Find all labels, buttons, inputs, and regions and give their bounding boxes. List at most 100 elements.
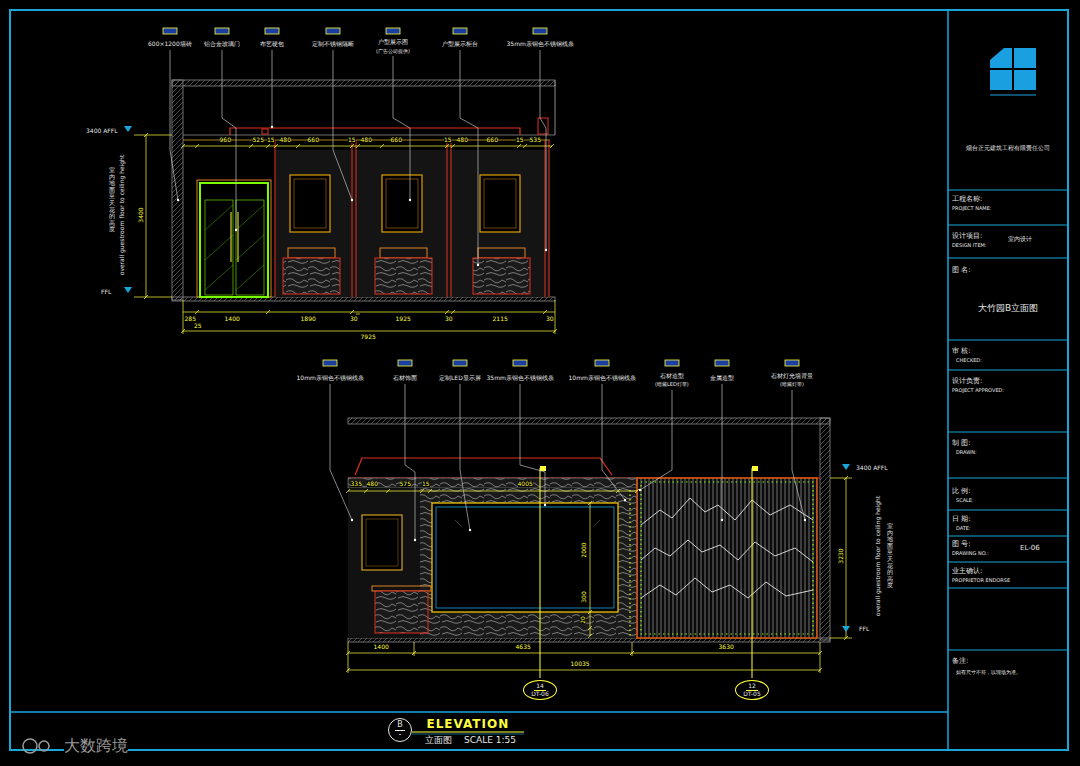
- field-name: 图 名:: [952, 267, 971, 274]
- field-name: 图 号:: [952, 541, 971, 548]
- dimension: 20: [580, 616, 586, 624]
- drawing-title: 大竹园B立面图: [978, 304, 1038, 313]
- height-note: overall guestroom floor to ceiling heigh…: [119, 155, 125, 276]
- callout-text: 10mm亲铜色不锈钢线条: [569, 375, 636, 381]
- dimension: 960: [220, 137, 231, 143]
- dimension: 30: [546, 316, 554, 322]
- field-name: DATE:: [956, 526, 971, 531]
- callout-text: 金属造型: [710, 375, 734, 381]
- scale-note: SCALE 1:55: [464, 736, 516, 745]
- level-mark: FFL: [859, 626, 869, 632]
- field-name: 设计项目:: [952, 233, 982, 240]
- level-mark: 3400 AFFL: [856, 465, 888, 471]
- callout-note: (暗藏LED灯带): [655, 382, 689, 387]
- field-name: DRAWN:: [956, 450, 977, 455]
- callout-note: (暗藏灯带): [780, 382, 804, 387]
- section-marker: 14DT-06: [523, 680, 557, 700]
- field-name: SCALE:: [956, 498, 974, 503]
- field-name: 设计负责:: [952, 378, 982, 385]
- field-name: DESIGN ITEM:: [952, 243, 987, 248]
- marker-text: 12: [746, 683, 758, 691]
- field-name: 制 图:: [952, 440, 971, 447]
- callout-text: 10mm亲铜色不锈钢线条: [297, 375, 364, 381]
- callout-text: 户型展示柜台: [442, 41, 478, 47]
- dimension: 1925: [396, 316, 411, 322]
- section-marker: 12DT-05: [735, 680, 769, 700]
- dimension: 15: [422, 481, 430, 487]
- dimension: 15: [516, 137, 524, 143]
- dimension: 1400: [374, 644, 389, 650]
- field-name: PROJECT NAME:: [952, 206, 992, 211]
- dimension: 15: [348, 137, 356, 143]
- dimension: 335: [351, 481, 362, 487]
- level-mark: 3400 AFFL: [86, 128, 118, 134]
- dimension: 1890: [301, 316, 316, 322]
- field-value: EL-06: [1020, 545, 1040, 552]
- marker-text: B: [395, 721, 405, 731]
- dimension-total: 10035: [571, 661, 590, 667]
- marker-text: -: [397, 731, 404, 740]
- dimension: 660: [487, 137, 498, 143]
- note-text: 如有尺寸不符，以现场为准。: [956, 670, 1021, 675]
- dimension: 300: [580, 591, 586, 602]
- callout-text: 35mm亲铜色不锈钢线条: [487, 375, 554, 381]
- marker-text: DT-05: [741, 691, 763, 698]
- callout-text: 石材饰面: [393, 375, 417, 381]
- dimension: 1400: [225, 316, 240, 322]
- height-note: 室内地面至天花的高度: [109, 167, 115, 233]
- field-name: 审 核:: [952, 348, 971, 355]
- dimension: 30: [350, 316, 358, 322]
- field-name: 工程名称:: [952, 196, 982, 203]
- dimension-total: 7925: [361, 334, 376, 340]
- dimension: 4005: [518, 481, 533, 487]
- dimension: 285: [185, 316, 196, 322]
- dimension: 15: [267, 137, 275, 143]
- dimension: 2115: [493, 316, 508, 322]
- callout-text: 石材造型: [660, 373, 684, 379]
- field-name: DRAWING NO.:: [952, 551, 989, 556]
- dimension: 660: [391, 137, 402, 143]
- watermark: 大数跨境: [64, 738, 128, 754]
- dimension: 480: [280, 137, 291, 143]
- field-name: 比 例:: [952, 488, 971, 495]
- callout-text: 定制LED显示屏: [439, 375, 481, 381]
- field-name: 备注:: [952, 658, 968, 665]
- level-mark: FFL: [101, 289, 111, 295]
- field-name: 业主确认:: [952, 568, 982, 575]
- sheet-heading: 立面图: [425, 736, 452, 745]
- dimension: 535: [530, 137, 541, 143]
- dimension: 3230: [837, 548, 843, 563]
- height-note: 室内地面至天花的高度: [887, 523, 893, 589]
- marker-text: 14: [534, 683, 546, 691]
- dimension: 3630: [719, 644, 734, 650]
- dimension: 4635: [516, 644, 531, 650]
- field-value: 室内设计: [1008, 236, 1032, 242]
- dimension: 480: [457, 137, 468, 143]
- field-name: PROJECT APPROVED:: [952, 388, 1004, 393]
- sheet-heading: ELEVATION: [427, 718, 510, 730]
- field-name: CHECKED:: [956, 358, 982, 363]
- field-name: 日 期:: [952, 516, 971, 523]
- callout-text: 600×1200墙砖: [148, 41, 192, 47]
- dimension: 525: [253, 137, 264, 143]
- dimension: 480: [367, 481, 378, 487]
- callout-text: 定制不锈钢隔断: [312, 41, 354, 47]
- section-marker: B-: [388, 718, 413, 743]
- company-name: 烟台正元建筑工程有限责任公司: [966, 145, 1050, 151]
- marker-text: DT-06: [529, 691, 551, 698]
- dimension: 575: [400, 481, 411, 487]
- callout-text: 铝合金玻璃门: [204, 41, 240, 47]
- dimension: 3400: [137, 207, 143, 222]
- height-note: overall guestroom floor to ceiling heigh…: [875, 496, 881, 617]
- callout-text: 布艺硬包: [260, 41, 284, 47]
- callout-text: 户型展示图: [378, 39, 408, 45]
- dimension: 2000: [580, 542, 586, 557]
- dimension: 25: [194, 323, 202, 329]
- dimension: 30: [445, 316, 453, 322]
- callout-text: 石材灯光墙背景: [771, 373, 813, 379]
- dimension: 480: [361, 137, 372, 143]
- callout-note: (广告公司提供): [376, 49, 410, 54]
- dimension: 660: [308, 137, 319, 143]
